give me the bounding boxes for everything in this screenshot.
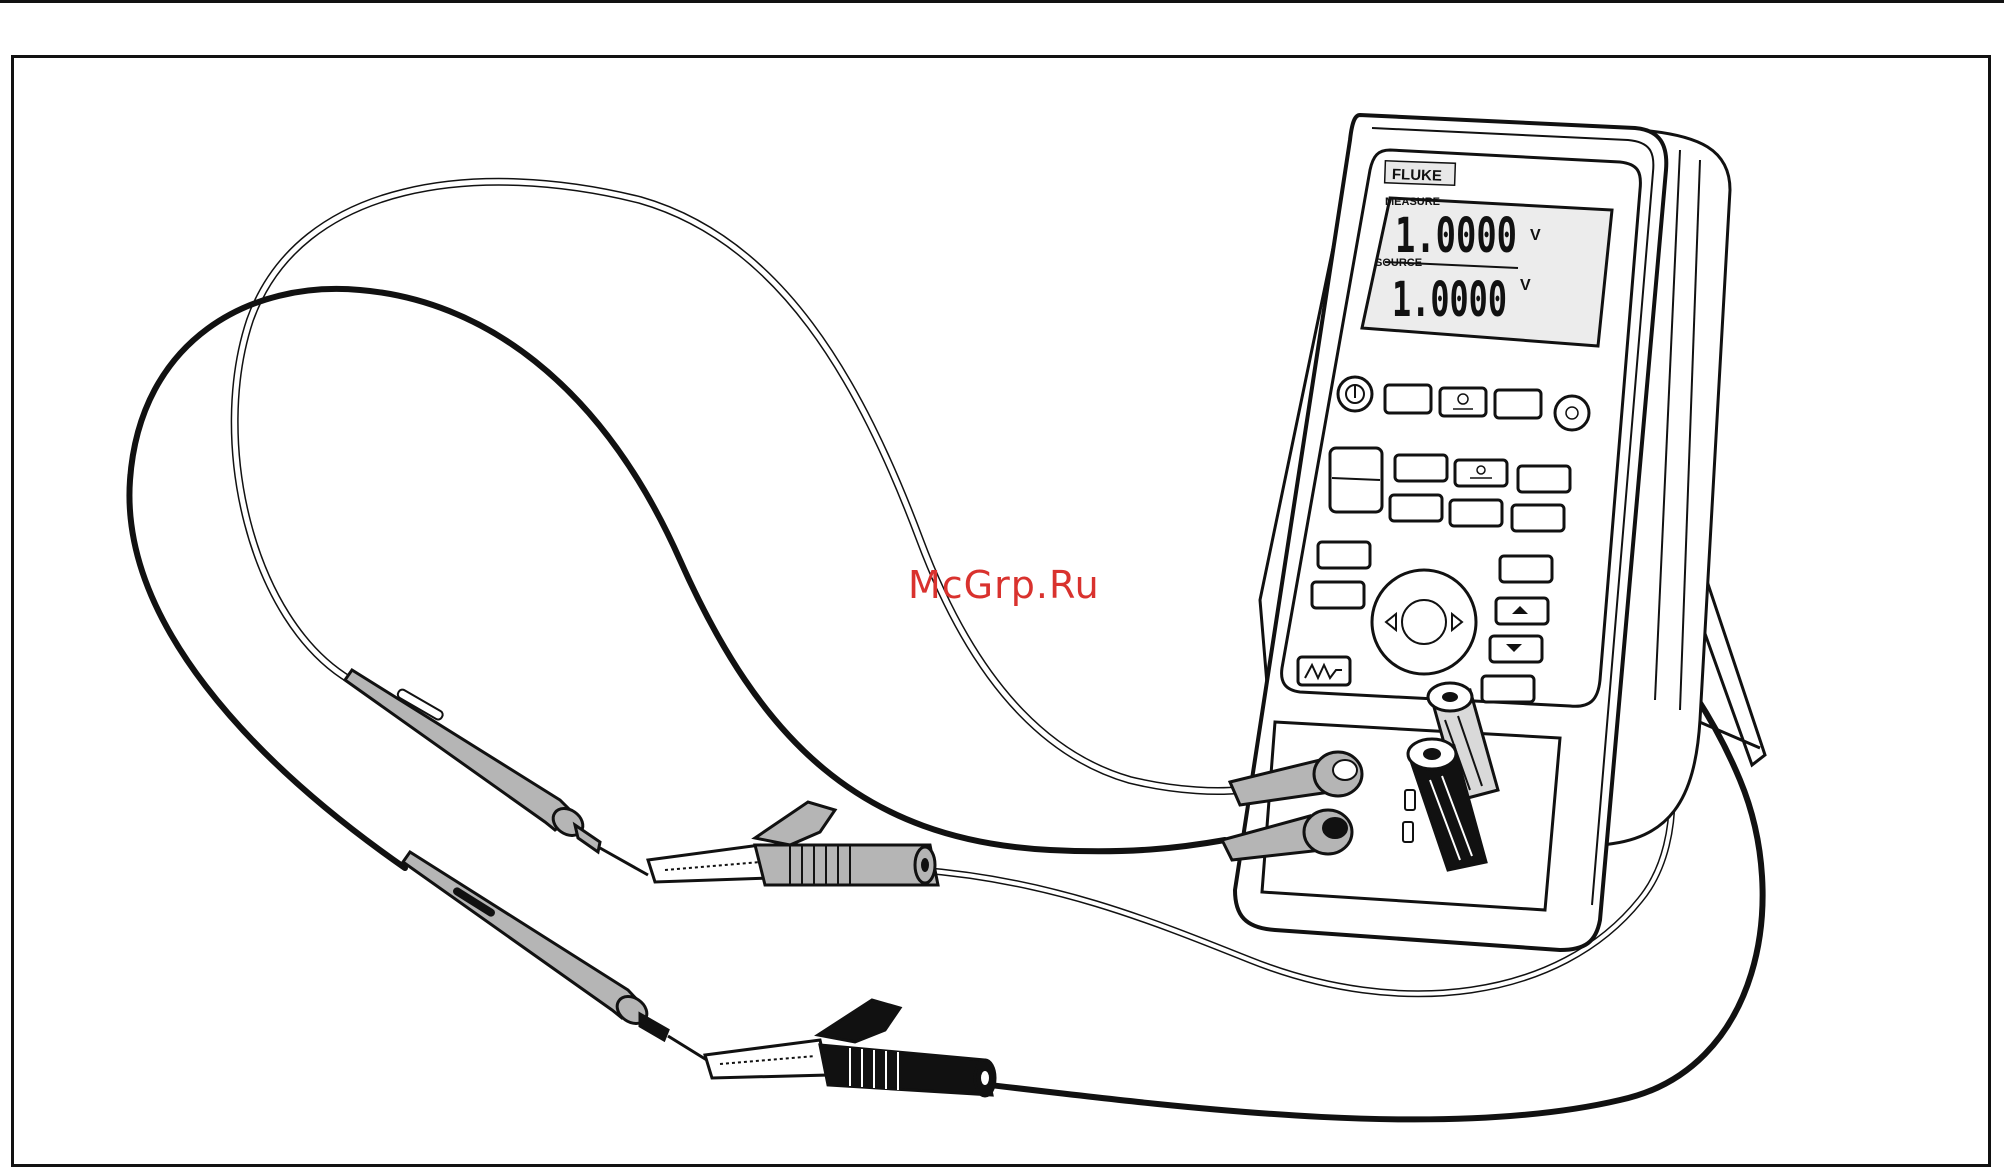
key-right-4[interactable]	[1482, 676, 1534, 702]
source-label: SOURCE	[1375, 257, 1422, 269]
terminal-slot-2	[1403, 822, 1413, 842]
key-row2-3[interactable]	[1512, 505, 1564, 531]
key-row2-2[interactable]	[1450, 500, 1502, 526]
key-row1-2[interactable]	[1455, 460, 1507, 486]
ramp-key[interactable]	[1298, 657, 1350, 685]
black-test-probe	[403, 852, 710, 1062]
key-row1-1[interactable]	[1395, 455, 1447, 481]
zero-button[interactable]	[1440, 388, 1486, 416]
watermark: McGrp.Ru	[908, 563, 1100, 607]
terminal-slot-1	[1405, 790, 1415, 810]
black-alligator-clip	[705, 1000, 995, 1096]
function-button-1[interactable]	[1385, 385, 1431, 413]
gray-test-probe	[345, 670, 648, 875]
measure-label: MEASURE	[1385, 196, 1440, 208]
backlight-button[interactable]	[1555, 396, 1589, 430]
navigation-pad[interactable]	[1372, 570, 1476, 674]
measure-unit: V	[1530, 227, 1541, 244]
key-right-1[interactable]	[1500, 556, 1552, 582]
key-left-1[interactable]	[1318, 542, 1370, 568]
measure-value: 1.0000	[1395, 208, 1517, 264]
arrow-up-key[interactable]	[1496, 598, 1548, 624]
key-left-2[interactable]	[1312, 582, 1364, 608]
function-button-3[interactable]	[1495, 390, 1541, 418]
source-unit: V	[1520, 277, 1531, 294]
arrow-down-key[interactable]	[1490, 636, 1542, 662]
key-row1-3[interactable]	[1518, 466, 1570, 492]
power-button[interactable]	[1338, 377, 1372, 411]
source-value: 1.0000	[1392, 272, 1507, 328]
key-row2-1[interactable]	[1390, 495, 1442, 521]
brand-logo-text: FLUKE	[1392, 166, 1443, 185]
